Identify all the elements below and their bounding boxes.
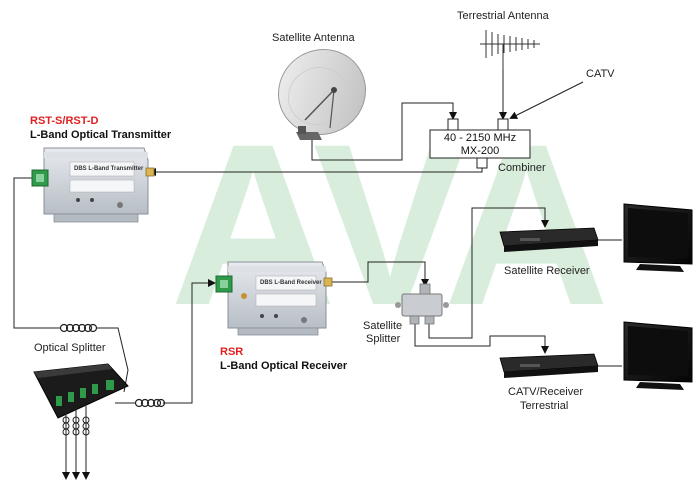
label-combiner: Combiner <box>498 162 546 174</box>
fiber-coil-to-splitter <box>96 327 129 393</box>
cable-splitter-to-satellite-receiver <box>428 207 549 339</box>
fiber-coil-top <box>59 323 98 333</box>
label-transmitter-model: RST-S/RST-D <box>30 115 99 127</box>
satellite-dish-icon <box>277 48 367 140</box>
transmitter-device-label: DBS L-Band Transmitter <box>74 166 144 172</box>
satellite-receiver-box <box>499 227 599 252</box>
cable-catv-to-combiner <box>509 81 584 119</box>
label-satellite-splitter-line2: Splitter <box>366 333 401 345</box>
tv-top-icon <box>623 203 693 272</box>
label-satellite-antenna: Satellite Antenna <box>272 32 355 44</box>
fiber-transmitter-to-coil <box>13 177 60 329</box>
receiver-device-label: DBS L-Band Receiver <box>260 280 322 286</box>
label-catv: CATV <box>586 68 615 80</box>
fiber-coil-to-receiver <box>163 279 216 404</box>
terrestrial-antenna-icon <box>480 30 540 70</box>
tv-bottom-icon <box>623 321 693 390</box>
label-receiver-model: RSR <box>220 346 244 358</box>
label-combiner-freq: 40 - 2150 MHz <box>443 132 517 144</box>
label-satellite-splitter-line1: Satellite <box>363 320 403 332</box>
cable-receiver-to-splitter <box>328 261 429 287</box>
optical-splitter-device <box>33 363 129 419</box>
label-terrestrial-antenna: Terrestrial Antenna <box>457 10 549 22</box>
label-catv-receiver-line1: CATV/Receiver <box>508 386 583 398</box>
catv-receiver-box <box>499 353 599 378</box>
label-optical-splitter: Optical Splitter <box>34 342 106 354</box>
cable-splitter-to-catv-receiver <box>414 322 549 354</box>
label-satellite-receiver: Satellite Receiver <box>504 265 590 277</box>
receiver-device <box>215 261 333 336</box>
satellite-splitter-icon <box>395 283 449 325</box>
label-catv-receiver-line2: Terrestrial <box>520 400 569 412</box>
splitter-outputs <box>62 406 90 480</box>
label-receiver-name: L-Band Optical Receiver <box>220 360 348 372</box>
fiber-coil-bottom <box>134 398 166 408</box>
label-combiner-model: MX-200 <box>460 145 500 157</box>
cable-satellite-to-combiner <box>311 102 457 161</box>
transmitter-device <box>31 147 155 223</box>
label-transmitter-name: L-Band Optical Transmitter <box>30 129 172 141</box>
combiner-box <box>429 118 531 169</box>
